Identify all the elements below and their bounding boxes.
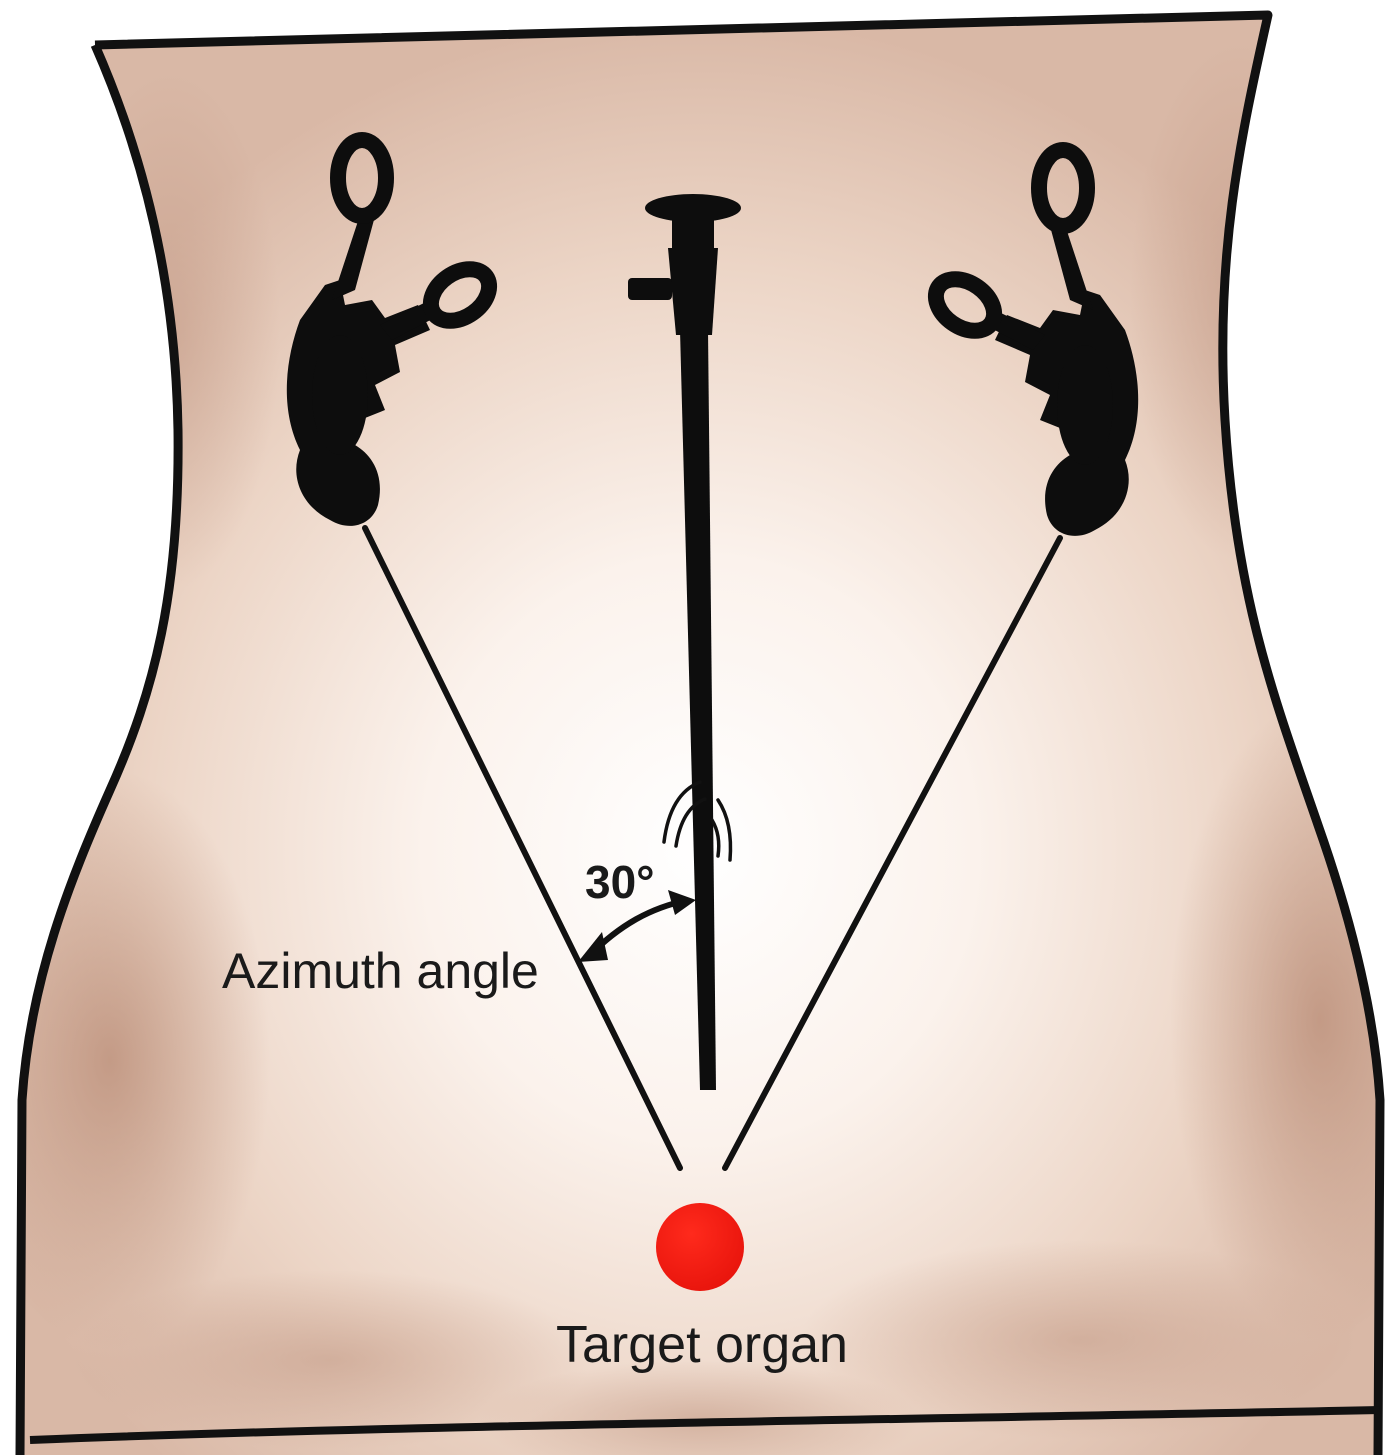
target-organ-marker [656,1203,744,1291]
angle-value-label: 30° [585,856,655,908]
azimuth-angle-label: Azimuth angle [222,943,539,999]
target-organ-label: Target organ [556,1316,848,1374]
